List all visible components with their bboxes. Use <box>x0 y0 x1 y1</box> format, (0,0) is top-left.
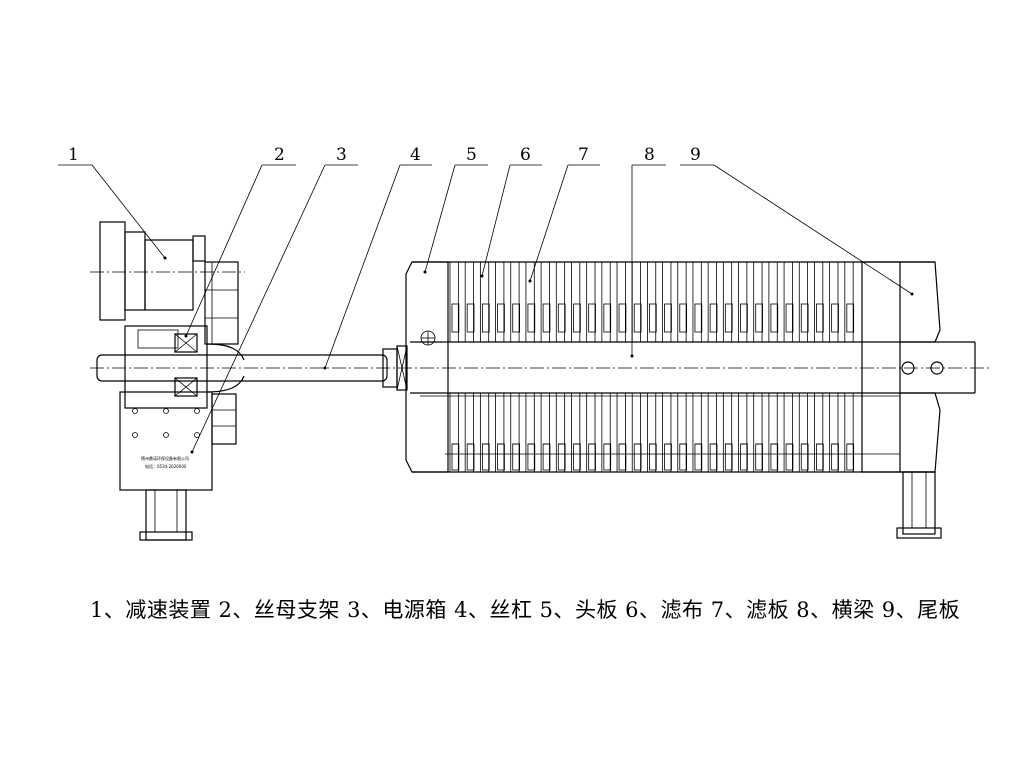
filter-plate <box>844 262 855 472</box>
filter-plate <box>677 262 688 472</box>
filter-plates <box>412 261 935 473</box>
filter-plate <box>555 262 566 472</box>
callout-6: 6 <box>520 145 531 165</box>
filter-plate <box>464 262 475 472</box>
filter-plate <box>601 262 612 472</box>
filter-plate <box>798 262 809 472</box>
filter-plate <box>768 262 779 472</box>
nameplate-company: 德州鼎诺环保设备有限公司 <box>141 455 189 461</box>
callout-2: 2 <box>274 145 285 165</box>
filter-plate <box>631 262 642 472</box>
filter-plate <box>814 262 824 472</box>
power-box: 德州鼎诺环保设备有限公司 电话：0534-2626000 <box>119 391 213 541</box>
tail-plate <box>861 261 944 539</box>
callouts: 1 2 3 4 5 6 7 8 9 <box>58 145 914 454</box>
filter-plate <box>449 262 460 472</box>
filter-plate <box>722 262 733 472</box>
screw-shaft <box>90 345 990 391</box>
filter-plate <box>616 262 627 472</box>
callout-1: 1 <box>68 145 79 165</box>
filter-plate <box>829 262 839 472</box>
filter-plate <box>738 262 748 472</box>
filter-plate <box>647 262 657 472</box>
filter-plate <box>540 262 551 472</box>
filter-plate <box>692 262 703 472</box>
callout-3: 3 <box>336 145 347 165</box>
callout-7: 7 <box>578 145 589 165</box>
head-plate <box>405 261 449 473</box>
nameplate-phone: 电话：0534-2626000 <box>145 463 187 469</box>
filter-plate <box>571 262 581 472</box>
callout-8: 8 <box>644 145 655 165</box>
callout-9: 9 <box>690 145 701 165</box>
parts-legend: 1、减速装置 2、丝母支架 3、电源箱 4、丝杠 5、头板 6、滤布 7、滤板 … <box>90 598 961 622</box>
filter-plate <box>510 262 520 472</box>
callout-5: 5 <box>466 145 477 165</box>
filter-plate <box>495 262 505 472</box>
filter-plate <box>525 262 536 472</box>
filter-plate <box>753 262 763 472</box>
filter-plate <box>783 262 794 472</box>
filter-plate <box>479 262 490 472</box>
filter-plate <box>707 262 718 472</box>
filter-plate <box>662 262 672 472</box>
callout-4: 4 <box>410 145 421 165</box>
filter-plate <box>586 262 596 472</box>
beam <box>410 341 976 455</box>
